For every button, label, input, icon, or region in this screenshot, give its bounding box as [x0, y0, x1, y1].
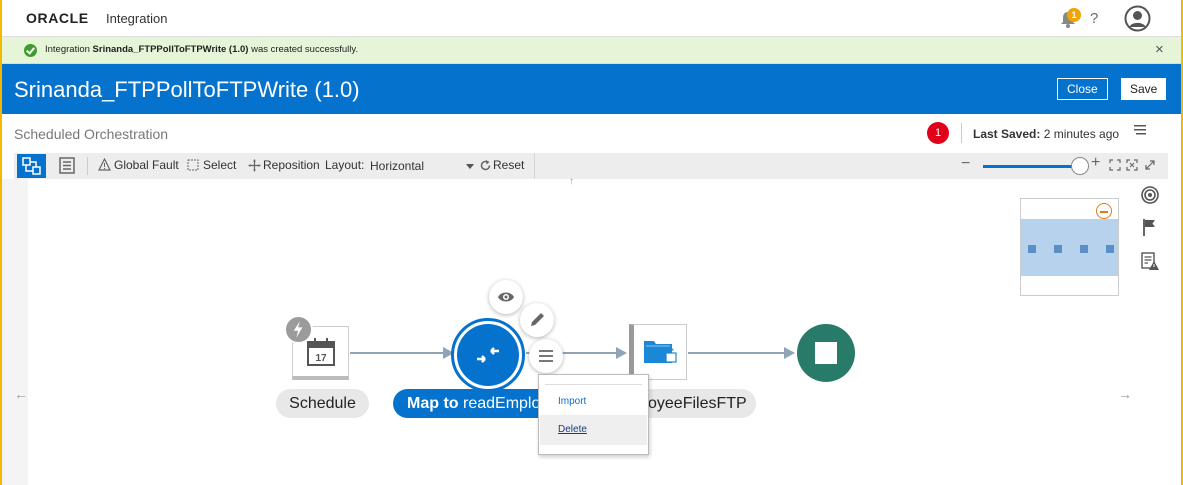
- help-icon[interactable]: ?: [1090, 10, 1099, 27]
- expand-icon[interactable]: [1144, 159, 1156, 171]
- minimap-collapse-icon[interactable]: [1096, 203, 1112, 219]
- divider: [545, 384, 642, 385]
- map-node-label[interactable]: Map to readEmplo: [393, 389, 543, 418]
- pan-right-arrow[interactable]: →: [1118, 386, 1132, 402]
- page-title: Srinanda_FTPPollToFTPWrite (1.0): [14, 77, 360, 102]
- user-avatar-icon[interactable]: [1124, 5, 1151, 32]
- zoom-slider-handle[interactable]: [1071, 157, 1089, 175]
- reset-icon: [480, 160, 491, 171]
- integration-header: Srinanda_FTPPollToFTPWrite (1.0) Close S…: [2, 64, 1181, 114]
- target-icon[interactable]: [1140, 185, 1160, 205]
- divider: [961, 123, 962, 143]
- notification-badge: 1: [1067, 8, 1081, 22]
- layout-select-value: Horizontal: [370, 159, 425, 173]
- flow-connector: [688, 352, 788, 354]
- more-actions-button[interactable]: [529, 339, 563, 373]
- reset-button[interactable]: Reset: [493, 158, 525, 172]
- success-banner: Integration Srinanda_FTPPollToFTPWrite (…: [2, 37, 1181, 64]
- global-fault-button[interactable]: Global Fault: [114, 158, 179, 172]
- stop-icon: [815, 342, 837, 364]
- minimap[interactable]: [1020, 198, 1119, 296]
- close-icon[interactable]: ×: [1155, 41, 1164, 58]
- ftp-node[interactable]: [629, 324, 687, 380]
- view-action-button[interactable]: [489, 280, 523, 314]
- minimap-viewport[interactable]: [1021, 219, 1118, 276]
- select-button[interactable]: Select: [203, 158, 237, 172]
- minimap-node: [1028, 245, 1036, 253]
- flow-connector: [350, 352, 450, 354]
- product-name: Integration: [106, 11, 168, 26]
- minimap-node: [1054, 245, 1062, 253]
- sub-header: Scheduled Orchestration 1 Last Saved: 2 …: [2, 114, 1181, 153]
- minimap-node: [1106, 245, 1114, 253]
- divider: [534, 153, 535, 179]
- left-pan-rail: [2, 179, 28, 485]
- success-check-icon: [24, 44, 37, 57]
- menu-lines-icon: [539, 350, 553, 362]
- edit-action-button[interactable]: [520, 303, 554, 337]
- context-menu: Import Delete: [538, 374, 649, 455]
- banner-message: Integration Srinanda_FTPPollToFTPWrite (…: [45, 44, 359, 55]
- zoom-in-button[interactable]: +: [1091, 154, 1101, 171]
- flow-arrow-icon: [443, 347, 454, 359]
- error-count-badge[interactable]: 1: [927, 122, 949, 144]
- menu-item-delete[interactable]: Delete: [540, 415, 647, 445]
- ftp-node-label[interactable]: oyeeFilesFTP: [636, 389, 756, 418]
- hamburger-menu-icon[interactable]: [1133, 125, 1147, 137]
- chevron-down-icon: [466, 164, 474, 169]
- errors-report-icon[interactable]: [1140, 251, 1160, 271]
- oracle-logo: ORACLE: [26, 10, 89, 26]
- eye-icon: [498, 292, 514, 302]
- select-icon: [187, 159, 199, 171]
- ftp-adapter-icon: [644, 341, 677, 363]
- calendar-day: 17: [315, 353, 327, 364]
- fit-to-screen-icon[interactable]: [1109, 159, 1121, 171]
- minimap-node: [1080, 245, 1088, 253]
- move-icon: [248, 159, 261, 172]
- warning-icon: [98, 158, 111, 171]
- close-button[interactable]: Close: [1057, 78, 1108, 100]
- actual-size-icon[interactable]: [1126, 159, 1138, 171]
- schedule-node[interactable]: 17: [292, 326, 349, 380]
- zoom-out-button[interactable]: −: [961, 155, 971, 172]
- pan-left-arrow[interactable]: ←: [14, 386, 28, 402]
- zoom-slider-track[interactable]: [983, 165, 1083, 168]
- flow-arrow-icon: [784, 347, 795, 359]
- orchestration-type: Scheduled Orchestration: [14, 126, 169, 142]
- schedule-node-label[interactable]: Schedule: [276, 389, 369, 418]
- trigger-bolt-icon: [284, 315, 313, 344]
- reposition-button[interactable]: Reposition: [263, 158, 320, 172]
- map-node-core: [457, 324, 519, 386]
- save-button[interactable]: Save: [1121, 78, 1167, 100]
- pencil-icon: [531, 313, 544, 326]
- flag-icon[interactable]: [1140, 217, 1160, 237]
- layout-select[interactable]: Horizontal: [370, 156, 478, 176]
- calendar-icon: 17: [307, 338, 335, 366]
- layout-label: Layout:: [325, 158, 365, 172]
- canvas-toolbar: Global Fault Select Reposition Layout: H…: [14, 153, 1168, 179]
- menu-item-import[interactable]: Import: [558, 396, 587, 407]
- flow-arrow-icon: [616, 347, 627, 359]
- top-bar: ORACLE Integration: [2, 0, 1181, 37]
- canvas-view-icon[interactable]: [17, 154, 46, 178]
- mapper-icon: [477, 345, 499, 365]
- list-view-icon[interactable]: [59, 157, 75, 174]
- divider: [87, 157, 88, 175]
- last-saved-status: Last Saved: 2 minutes ago: [973, 127, 1120, 141]
- flow-connector: [526, 352, 621, 354]
- pan-up-arrow[interactable]: ↑: [569, 176, 574, 187]
